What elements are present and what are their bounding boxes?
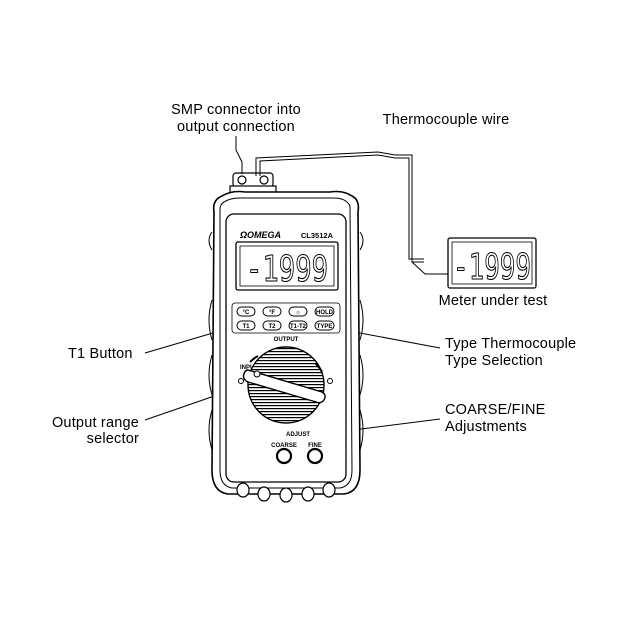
main-display-readout: -1999 [246, 249, 328, 290]
svg-text:T1-T2: T1-T2 [290, 324, 307, 330]
button-type[interactable]: TYPE [315, 321, 334, 330]
svg-text:T2: T2 [268, 324, 276, 330]
model-number: CL3512A [301, 231, 334, 240]
button-t1[interactable]: T1 [237, 321, 255, 330]
meter-under-test-label: Meter under test [439, 293, 548, 309]
button-t2[interactable]: T2 [263, 321, 281, 330]
adjust-label: ADJUST [286, 432, 310, 438]
smp-connector-label-line1: SMP connector into [171, 102, 301, 118]
thermocouple-wire-label: Thermocouple wire [383, 112, 510, 128]
coarse-fine-label-line1: COARSE/FINE [445, 402, 546, 418]
button-backlight[interactable]: ☼ [289, 307, 307, 316]
smp-connector-label-line2: output connection [177, 119, 295, 135]
svg-text:°C: °C [243, 310, 250, 316]
coarse-adjust-knob[interactable] [277, 449, 291, 463]
button-fahrenheit[interactable]: °F [263, 307, 281, 316]
svg-text:T1: T1 [242, 324, 250, 330]
svg-text:TYPE: TYPE [317, 324, 333, 330]
type-selection-label-line1: Type Thermocouple [445, 336, 576, 352]
output-range-label-line1: Output range [52, 415, 139, 431]
dial-output-indicator [328, 379, 333, 384]
type-selection-label-line2: Type Selection [445, 353, 543, 369]
fine-adjust-knob[interactable] [308, 449, 322, 463]
button-celsius[interactable]: °C [237, 307, 255, 316]
svg-text:☼: ☼ [295, 310, 301, 316]
omega-brand-logo: ΩOMEGA [239, 230, 281, 240]
svg-text:HOLD: HOLD [316, 310, 334, 316]
dial-output-label: OUTPUT [274, 337, 299, 343]
remote-display-readout: -1999 [453, 247, 531, 288]
output-range-label-line2: selector [87, 431, 139, 447]
smp-leader-line [236, 136, 242, 174]
button-hold[interactable]: HOLD [315, 307, 334, 316]
dial-input-indicator [239, 379, 244, 384]
coarse-fine-label-line2: Adjustments [445, 419, 527, 435]
button-t1-minus-t2[interactable]: T1-T2 [289, 321, 307, 330]
svg-text:°F: °F [269, 310, 275, 316]
t1-button-label: T1 Button [68, 346, 133, 362]
